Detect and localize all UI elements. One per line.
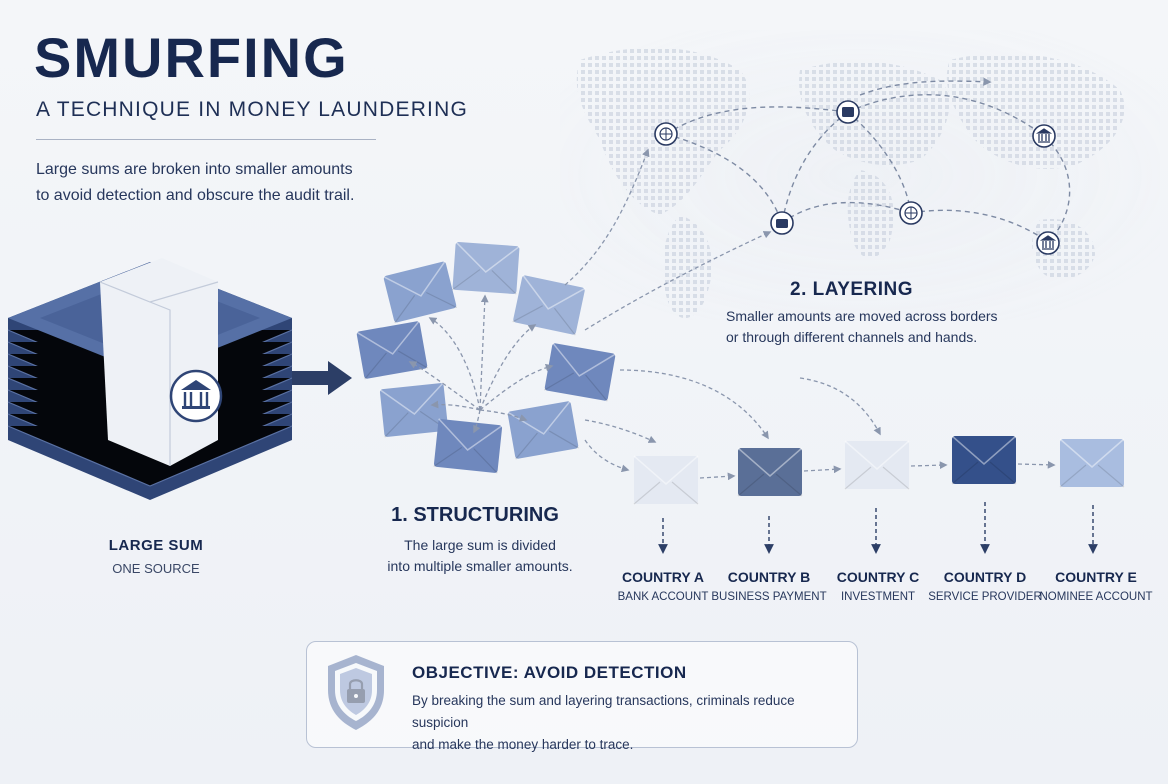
- map-node-bank-2-icon: [1032, 124, 1056, 148]
- layering-title: 2. LAYERING: [790, 279, 914, 300]
- page-title: SMURFING: [34, 26, 349, 89]
- layering-description: Smaller amounts are moved across borders…: [726, 306, 1026, 348]
- title-divider: [36, 139, 376, 140]
- country-c: COUNTRY C INVESTMENT: [818, 569, 938, 603]
- objective-line-1: By breaking the sum and layering transac…: [412, 693, 795, 730]
- structuring-line-1: The large sum is divided: [404, 537, 556, 553]
- country-envelope-d: [951, 435, 1017, 485]
- country-c-name: COUNTRY C: [836, 569, 920, 585]
- country-e: COUNTRY E NOMINEE ACCOUNT: [1036, 569, 1156, 603]
- country-b: COUNTRY B BUSINESS PAYMENT: [709, 569, 829, 603]
- structuring-description: The large sum is divided into multiple s…: [370, 535, 590, 577]
- to-country-arrows: [584, 369, 881, 473]
- country-a: COUNTRY A BANK ACCOUNT: [603, 569, 723, 603]
- map-node-bank-1-icon: [836, 100, 860, 124]
- world-map: [560, 30, 1160, 320]
- country-a-name: COUNTRY A: [622, 569, 704, 585]
- intro-text: Large sums are broken into smaller amoun…: [36, 157, 396, 209]
- country-c-desc: INVESTMENT: [840, 591, 916, 603]
- country-d: COUNTRY D SERVICE PROVIDER: [925, 569, 1045, 603]
- layering-line-2: or through different channels and hands.: [726, 329, 978, 345]
- intro-line-1: Large sums are broken into smaller amoun…: [36, 161, 353, 178]
- map-node-bank-4-icon: [1036, 231, 1060, 255]
- country-envelope-a: [633, 455, 699, 505]
- bank-icon: [169, 369, 223, 423]
- country-e-desc: NOMINEE ACCOUNT: [1039, 591, 1153, 603]
- page-subtitle: A TECHNIQUE IN MONEY LAUNDERING: [36, 98, 468, 121]
- objective-line-2: and make the money harder to trace.: [412, 737, 634, 752]
- money-stack: [7, 258, 293, 500]
- country-envelope-c: [844, 440, 910, 490]
- layering-line-1: Smaller amounts are moved across borders: [726, 308, 998, 324]
- to-map-arrows: [564, 148, 772, 331]
- map-node-globe-1-icon: [654, 122, 678, 146]
- network-arcs: [665, 77, 1071, 243]
- country-envelope-b: [737, 447, 803, 497]
- chain-arrows: [699, 460, 1056, 481]
- objective-panel: [306, 641, 858, 748]
- country-b-desc: BUSINESS PAYMENT: [711, 591, 827, 603]
- country-b-name: COUNTRY B: [727, 569, 811, 585]
- structuring-line-2: into multiple smaller amounts.: [387, 558, 573, 574]
- structuring-title: 1. STRUCTURING: [391, 504, 559, 526]
- objective-description: By breaking the sum and layering transac…: [412, 690, 842, 756]
- country-envelope-e: [1059, 438, 1125, 488]
- intro-line-2: to avoid detection and obscure the audit…: [36, 187, 355, 204]
- objective-title: OBJECTIVE: AVOID DETECTION: [412, 663, 687, 682]
- map-node-bank-3-icon: [770, 211, 794, 235]
- structuring-arrows: [408, 294, 554, 434]
- country-a-desc: BANK ACCOUNT: [617, 591, 709, 603]
- country-d-name: COUNTRY D: [943, 569, 1027, 585]
- down-arrows: [658, 502, 1098, 554]
- country-d-desc: SERVICE PROVIDER: [928, 591, 1042, 603]
- split-arrow: [292, 361, 352, 395]
- source-title: LARGE SUM: [108, 537, 204, 554]
- map-node-globe-2-icon: [899, 201, 923, 225]
- country-e-name: COUNTRY E: [1055, 569, 1137, 585]
- source-subtitle: ONE SOURCE: [112, 561, 200, 576]
